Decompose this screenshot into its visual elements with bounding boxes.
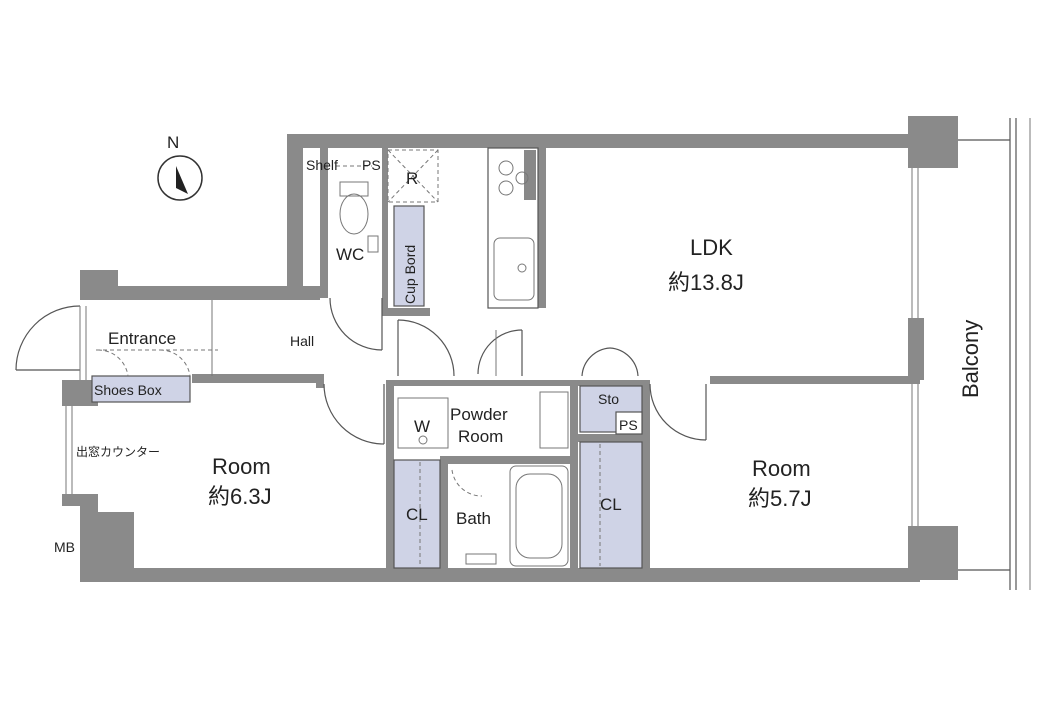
north-compass-icon — [157, 155, 203, 201]
compass-label: N — [167, 133, 179, 152]
wc-sink-icon — [367, 235, 379, 253]
shoes-box — [91, 375, 191, 403]
entrance-step — [96, 300, 218, 377]
entrance-door — [15, 305, 87, 494]
closet-left — [393, 459, 441, 569]
ps-top-label: PS — [362, 157, 381, 173]
room-right-name: Room — [752, 456, 811, 481]
washer-icon — [397, 397, 449, 449]
toilet-icon — [336, 165, 372, 235]
interior-walls — [192, 148, 920, 572]
ldk-size: 約13.8J — [668, 270, 744, 295]
shelf-label: Shelf — [306, 157, 338, 173]
bay-counter-label: 出窓カウンター — [76, 444, 160, 459]
ps-box — [615, 411, 643, 435]
cup-board — [393, 205, 425, 307]
entrance-label: Entrance — [108, 329, 176, 348]
hall-label: Hall — [290, 333, 314, 349]
ldk-name: LDK — [690, 235, 733, 260]
cup-board-label: Cup Bord — [402, 245, 418, 304]
cl-left-label: CL — [406, 505, 428, 524]
kitchen-counter — [487, 147, 539, 309]
bath-label: Bath — [456, 509, 491, 528]
vanity-icon — [539, 391, 569, 449]
room-left-size: 約6.3J — [208, 484, 272, 509]
exterior-walls — [62, 116, 958, 582]
balcony-area — [958, 118, 1031, 590]
room-right-size: 約5.7J — [748, 486, 812, 511]
powder-room-label-line2: Room — [458, 427, 503, 446]
powder-room-label-line1: Powder — [450, 405, 508, 424]
storage-label: Sto — [598, 391, 619, 407]
hall-doors — [323, 319, 707, 445]
balcony-windows — [911, 168, 919, 526]
closet-right — [579, 441, 643, 569]
washer-label: W — [414, 417, 430, 436]
meter-box-label: MB — [54, 539, 75, 555]
refrigerator-label: R — [406, 169, 418, 188]
bathtub-icon — [451, 465, 569, 567]
shoes-box-label: Shoes Box — [94, 382, 162, 398]
balcony-label: Balcony — [958, 320, 983, 398]
wc-label: WC — [336, 245, 364, 264]
room-left-name: Room — [212, 454, 271, 479]
wc-door — [329, 297, 383, 351]
cl-right-label: CL — [600, 495, 622, 514]
ps-mid-label: PS — [619, 417, 638, 433]
refrigerator-space — [387, 149, 439, 203]
